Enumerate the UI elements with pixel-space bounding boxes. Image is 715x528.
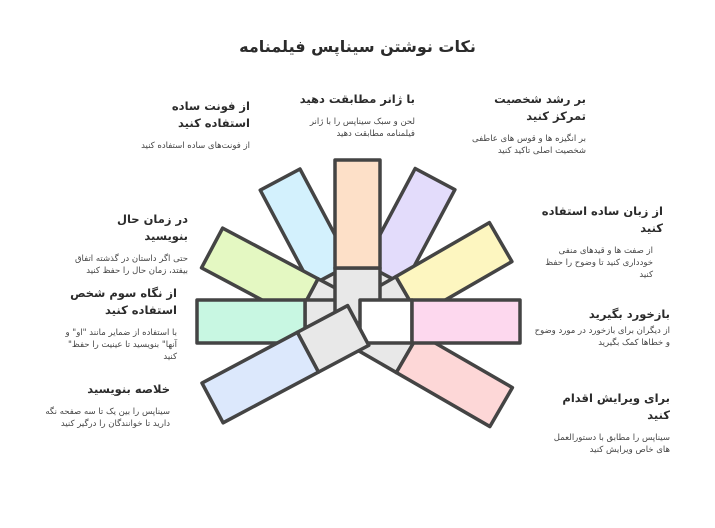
tip-description: از دیگران برای بازخورد در مورد وضوح و خط…	[534, 326, 670, 348]
tip-description: سیناپس را بین یک تا سه صفحه نگه دارید تا…	[45, 407, 170, 429]
blade-feedback	[358, 298, 522, 345]
tip-description: سیناپس را مطابق با دستورالعمل های خاص وی…	[553, 433, 670, 455]
tip-description: از صفت ها و قیدهای منفی خودداری کنید تا …	[545, 246, 653, 280]
tip-heading: با ژانر مطابقت دهید	[299, 92, 415, 106]
tip-heading: از فونت ساده استفاده کنید	[171, 99, 250, 130]
tip-character-growth: بر رشد شخصیت تمرکز کنید بر انگیزه ها و ق…	[458, 91, 586, 157]
tip-third-person: از نگاه سوم شخص استفاده کنید با استفاده …	[55, 285, 177, 363]
tip-heading: برای ویرایش اقدام کنید	[562, 391, 670, 422]
tip-heading: در زمان حال بنویسید	[117, 212, 188, 243]
tip-heading: از نگاه سوم شخص استفاده کنید	[70, 286, 177, 317]
tip-description: بر انگیزه ها و قوس های عاطفی شخصیت اصلی …	[472, 134, 586, 156]
tip-heading: بر رشد شخصیت تمرکز کنید	[494, 92, 586, 123]
tip-concise: خلاصه بنویسید سیناپس را بین یک تا سه صفح…	[45, 381, 170, 430]
tip-present-tense: در زمان حال بنویسید حتی اگر داستان در گذ…	[70, 211, 188, 277]
tip-simple-language: از زبان ساده استفاده کنید از صفت ها و قی…	[525, 203, 663, 281]
tip-heading: بازخورد بگیرید	[588, 307, 670, 321]
tip-match-genre: با ژانر مطابقت دهید لحن و سبک سیناپس را …	[295, 91, 415, 140]
tip-simple-font: از فونت ساده استفاده کنید از فونت‌های سا…	[135, 98, 250, 152]
tip-heading: از زبان ساده استفاده کنید	[541, 204, 663, 235]
tip-description: لحن و سبک سیناپس را با ژانر فیلمنامه مطا…	[309, 117, 415, 139]
page-title: نکات نوشتن سیناپس فیلمنامه	[239, 37, 476, 56]
blade-concise	[200, 303, 371, 425]
tip-description: حتی اگر داستان در گذشته اتفاق بیفتد، زما…	[74, 254, 188, 276]
tip-edit: برای ویرایش اقدام کنید سیناپس را مطابق ب…	[540, 390, 670, 456]
tip-description: با استفاده از ضمایر مانند "او" و آنها" ب…	[65, 328, 177, 362]
blade-match-genre	[333, 158, 382, 327]
tip-heading: خلاصه بنویسید	[87, 382, 170, 396]
tip-description: از فونت‌های ساده استفاده کنید	[141, 141, 250, 151]
tip-feedback: بازخورد بگیرید از دیگران برای بازخورد در…	[530, 306, 670, 349]
